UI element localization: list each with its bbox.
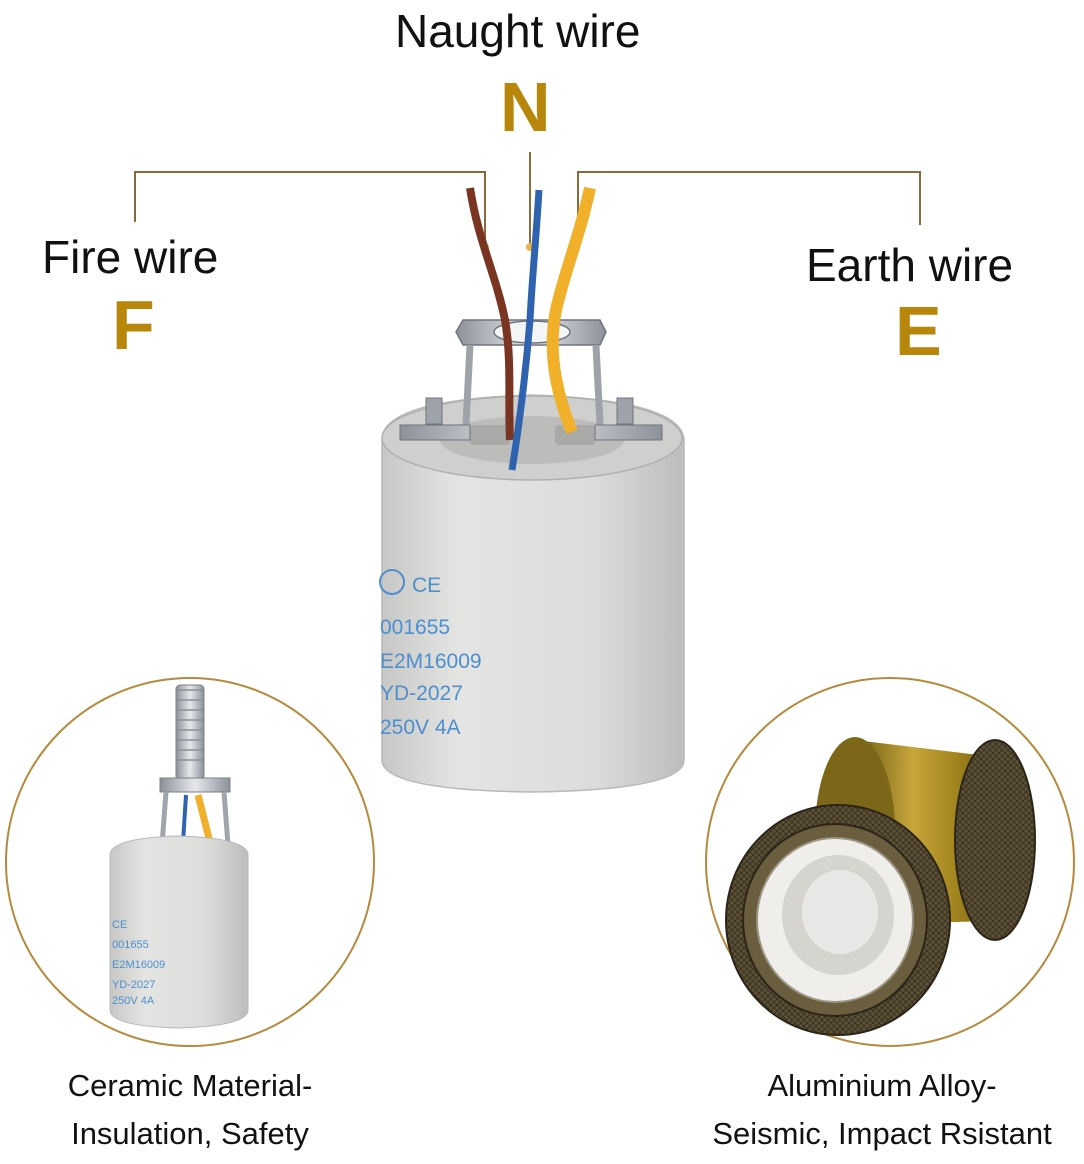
naught-wire-letter: N [500, 68, 551, 146]
fire-leader-line [134, 171, 486, 245]
left-caption-line1: Ceramic Material- [67, 1068, 313, 1103]
leader-lines [134, 152, 921, 245]
svg-text:001655: 001655 [112, 939, 149, 951]
naught-wire [508, 189, 543, 471]
svg-text:E2M16009: E2M16009 [112, 959, 165, 971]
right-caption-line2: Seismic, Impact Rsistant [712, 1116, 1052, 1152]
svg-text:YD-2027: YD-2027 [112, 979, 155, 991]
socket-print-line2: E2M16009 [380, 650, 482, 673]
earth-wire [546, 186, 596, 435]
svg-text:250V 4A: 250V 4A [112, 995, 155, 1007]
fire-wire-letter: F [112, 286, 155, 364]
socket-ce-mark: CE [412, 574, 441, 597]
earth-wire-label: Earth wire [806, 239, 1014, 291]
socket-print-line3: YD-2027 [380, 682, 463, 705]
left-caption: Ceramic Material- Insulation, Safety [20, 1062, 360, 1158]
earth-leader-line [577, 171, 921, 245]
left-caption-line2: Insulation, Safety [71, 1116, 309, 1152]
naught-wire-label: Naught wire [395, 5, 641, 57]
socket-print-line4: 250V 4A [380, 716, 461, 739]
earth-wire-letter: E [895, 292, 942, 370]
fire-wire [466, 187, 514, 441]
socket-print-line1: 001655 [380, 616, 450, 639]
aluminium-inset [705, 677, 1075, 1047]
svg-text:CE: CE [112, 919, 127, 931]
right-caption: Aluminium Alloy- Seismic, Impact Rsistan… [686, 1062, 1078, 1158]
main-ceramic-socket: CE 001655 E2M16009 YD-2027 250V 4A [379, 186, 685, 793]
right-caption-line1: Aluminium Alloy- [767, 1068, 997, 1103]
ceramic-inset: CE 001655 E2M16009 YD-2027 250V 4A [5, 677, 375, 1047]
fire-wire-label: Fire wire [42, 231, 219, 283]
